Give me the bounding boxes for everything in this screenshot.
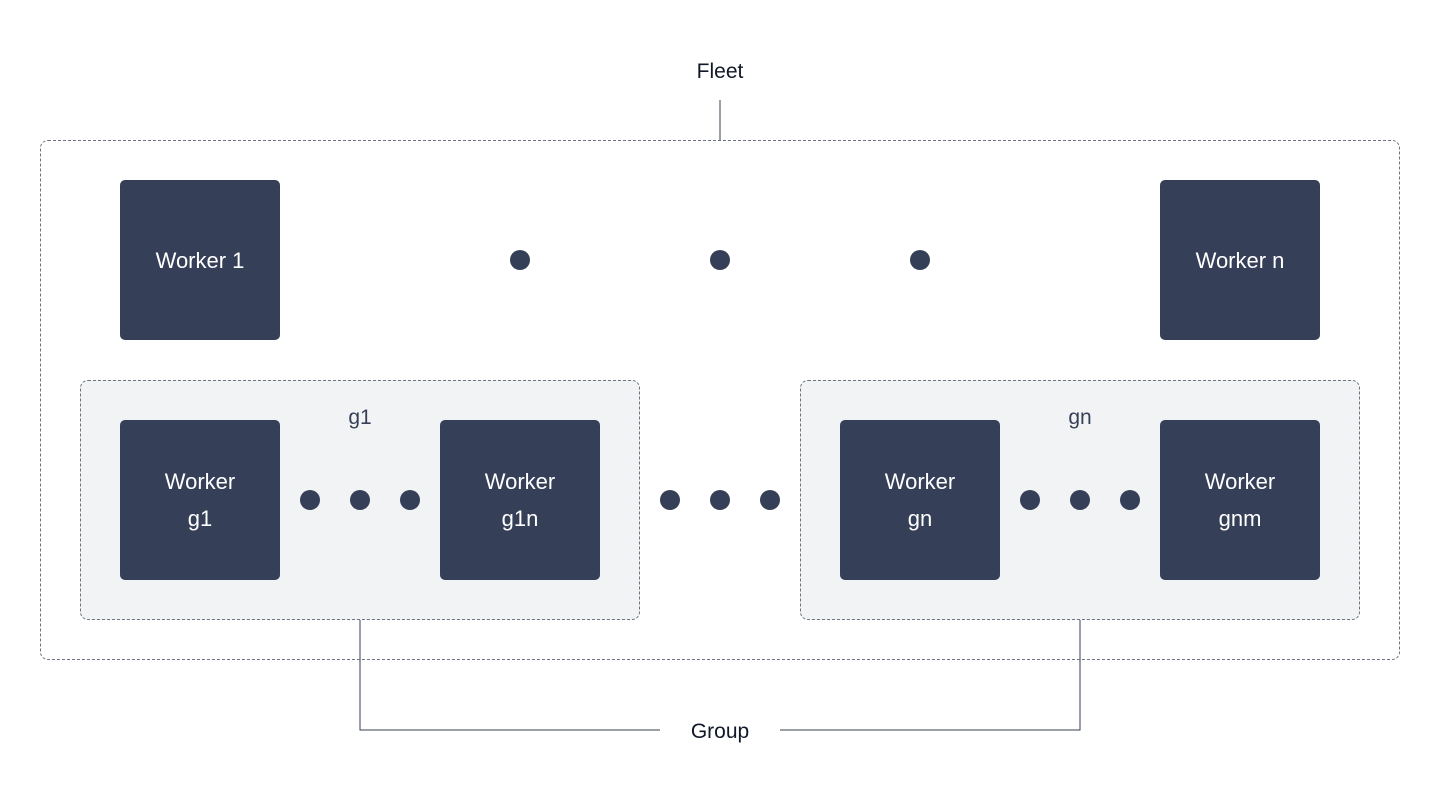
worker-gnm-line2: gnm <box>1218 506 1262 531</box>
worker-gn-line1: Worker <box>884 469 956 494</box>
worker-1-label: Worker 1 <box>155 247 245 273</box>
worker-g1-line1: Worker <box>164 469 236 494</box>
ellipsis-dot <box>510 250 530 270</box>
worker-g1n-node: Worker g1n <box>440 420 600 580</box>
ellipsis-dot <box>710 490 730 510</box>
group-gn-label: gn <box>1068 406 1092 429</box>
fleet-boundary <box>40 140 1400 660</box>
fleet-label: Fleet <box>696 60 744 83</box>
worker-n-node: Worker n <box>1160 180 1320 340</box>
worker-g1-node: Worker g1 <box>120 420 280 580</box>
worker-1-node: Worker 1 <box>120 180 280 340</box>
worker-g1-line2: g1 <box>187 506 213 531</box>
worker-g1n-line1: Worker <box>484 469 556 494</box>
group-connector-right <box>780 620 1081 731</box>
worker-gnm-line1: Worker <box>1204 469 1276 494</box>
group-label: Group <box>690 720 750 743</box>
worker-n-label: Worker n <box>1195 247 1285 273</box>
ellipsis-dot <box>300 490 320 510</box>
group-connector-left <box>359 620 660 731</box>
ellipsis-dot <box>760 490 780 510</box>
ellipsis-dot <box>910 250 930 270</box>
ellipsis-dot <box>1070 490 1090 510</box>
ellipsis-dot <box>350 490 370 510</box>
ellipsis-dot <box>400 490 420 510</box>
worker-g1n-line2: g1n <box>501 506 539 531</box>
group-g1-label: g1 <box>348 406 372 429</box>
ellipsis-dot <box>710 250 730 270</box>
ellipsis-dot <box>1120 490 1140 510</box>
worker-gnm-node: Worker gnm <box>1160 420 1320 580</box>
ellipsis-dot <box>1020 490 1040 510</box>
worker-gn-node: Worker gn <box>840 420 1000 580</box>
worker-gn-line2: gn <box>907 506 933 531</box>
ellipsis-dot <box>660 490 680 510</box>
